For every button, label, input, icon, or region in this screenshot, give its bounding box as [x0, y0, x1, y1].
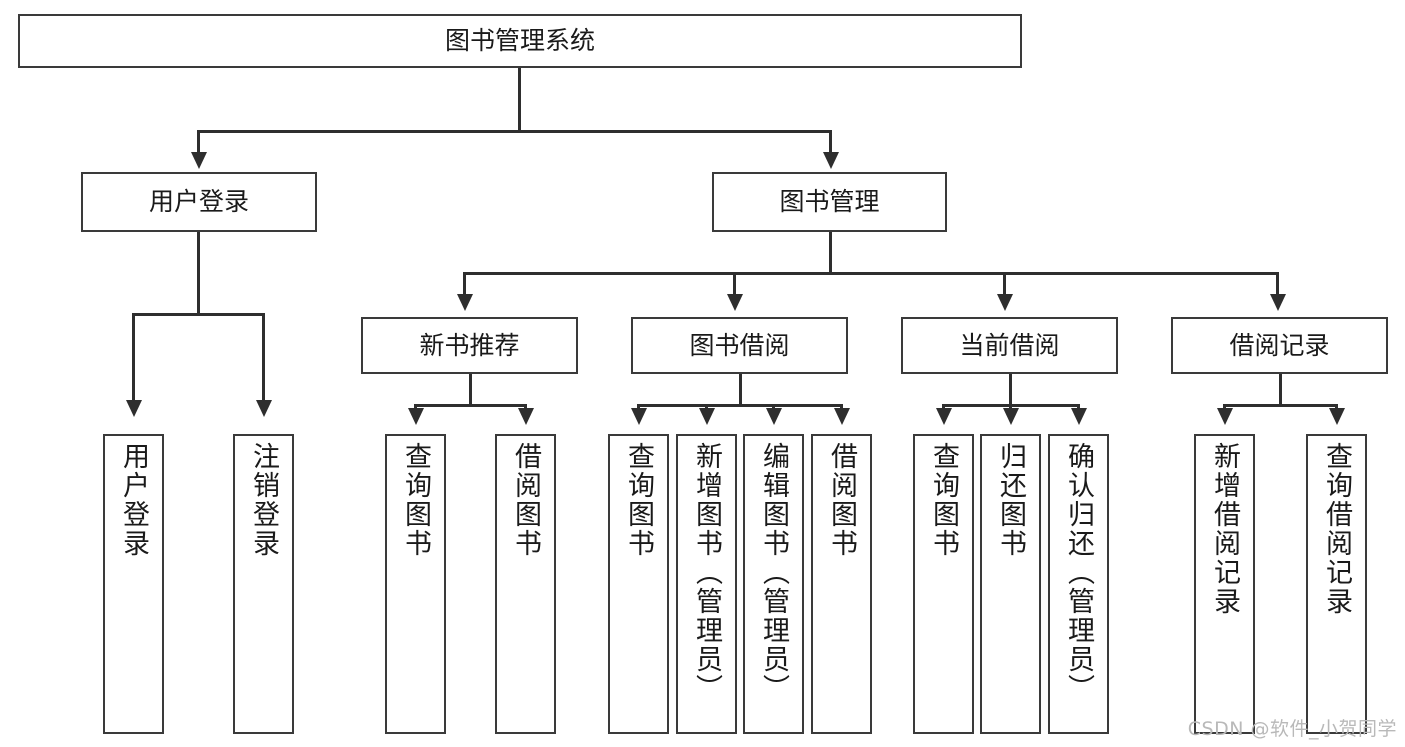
connector-new-book-bus: [414, 404, 526, 407]
leaf-borrow-record-2[interactable]: 查询借阅记录: [1306, 434, 1367, 734]
node-current-borrow[interactable]: 当前借阅: [901, 317, 1118, 374]
arrow-to-leaf-user-login-1: [126, 400, 142, 417]
connector-current-borrow-stem: [1009, 374, 1012, 405]
connector-user-login-drop-1: [132, 313, 135, 403]
node-label: 注销登录: [248, 442, 279, 558]
connector-book-manage-bus: [463, 272, 1278, 275]
connector-root-stem: [518, 68, 521, 131]
leaf-book-borrow-1[interactable]: 查询图书: [608, 434, 669, 734]
arrow-to-borrow-record: [1270, 294, 1286, 311]
arrow-to-user-login: [191, 152, 207, 169]
arrow-to-new-book: [457, 294, 473, 311]
node-user-login[interactable]: 用户登录: [81, 172, 317, 232]
arrow-to-leaf-new-book-1: [408, 408, 424, 425]
node-label: 查询图书: [623, 442, 654, 558]
connector-root-bus: [197, 130, 831, 133]
arrow-to-leaf-book-borrow-4: [834, 408, 850, 425]
node-root-system[interactable]: 图书管理系统: [18, 14, 1022, 68]
node-label: 查询图书: [928, 442, 959, 558]
leaf-current-borrow-1[interactable]: 查询图书: [913, 434, 974, 734]
node-label: 借阅记录: [1229, 330, 1330, 360]
node-label: 编辑图书（管理员）: [758, 442, 789, 703]
node-label: 新增图书（管理员）: [691, 442, 722, 703]
arrow-to-leaf-new-book-2: [518, 408, 534, 425]
arrow-to-leaf-borrow-record-1: [1217, 408, 1233, 425]
node-book-manage[interactable]: 图书管理: [712, 172, 947, 232]
node-label: 新增借阅记录: [1209, 442, 1240, 616]
arrow-to-book-manage: [823, 152, 839, 169]
arrow-to-leaf-current-borrow-2: [1003, 408, 1019, 425]
arrow-to-leaf-book-borrow-1: [631, 408, 647, 425]
arrow-to-current-borrow: [997, 294, 1013, 311]
leaf-new-book-2[interactable]: 借阅图书: [495, 434, 556, 734]
arrow-to-book-borrow: [727, 294, 743, 311]
leaf-book-borrow-4[interactable]: 借阅图书: [811, 434, 872, 734]
node-label: 图书管理: [779, 187, 880, 217]
arrow-to-leaf-user-login-2: [256, 400, 272, 417]
node-label: 新书推荐: [419, 330, 520, 360]
leaf-new-book-1[interactable]: 查询图书: [385, 434, 446, 734]
node-label: 归还图书: [995, 442, 1026, 558]
leaf-book-borrow-2[interactable]: 新增图书（管理员）: [676, 434, 737, 734]
connector-borrow-record-bus: [1223, 404, 1337, 407]
leaf-borrow-record-1[interactable]: 新增借阅记录: [1194, 434, 1255, 734]
connector-drop-user-login: [197, 130, 200, 154]
connector-book-manage-stem: [829, 232, 832, 273]
node-label: 图书管理系统: [444, 26, 595, 56]
connector-user-login-bus: [132, 313, 264, 316]
node-label: 借阅图书: [826, 442, 857, 558]
arrow-to-leaf-book-borrow-2: [699, 408, 715, 425]
arrow-to-leaf-current-borrow-1: [936, 408, 952, 425]
arrow-to-leaf-book-borrow-3: [766, 408, 782, 425]
node-label: 查询图书: [400, 442, 431, 558]
node-book-borrow[interactable]: 图书借阅: [631, 317, 848, 374]
connector-drop-book-borrow: [733, 272, 736, 296]
node-label: 图书借阅: [689, 330, 790, 360]
node-borrow-record[interactable]: 借阅记录: [1171, 317, 1388, 374]
leaf-user-login-2[interactable]: 注销登录: [233, 434, 294, 734]
leaf-current-borrow-2[interactable]: 归还图书: [980, 434, 1041, 734]
node-label: 查询借阅记录: [1321, 442, 1352, 616]
connector-drop-borrow-record: [1276, 272, 1279, 296]
node-label: 当前借阅: [959, 330, 1060, 360]
node-label: 用户登录: [148, 187, 249, 217]
arrow-to-leaf-borrow-record-2: [1329, 408, 1345, 425]
arrow-to-leaf-current-borrow-3: [1071, 408, 1087, 425]
leaf-user-login-1[interactable]: 用户登录: [103, 434, 164, 734]
connector-drop-book-manage: [829, 130, 832, 154]
connector-drop-current-borrow: [1003, 272, 1006, 296]
node-label: 借阅图书: [510, 442, 541, 558]
leaf-book-borrow-3[interactable]: 编辑图书（管理员）: [743, 434, 804, 734]
connector-drop-new-book: [463, 272, 466, 296]
connector-user-login-drop-2: [262, 313, 265, 403]
connector-book-borrow-bus: [637, 404, 842, 407]
connector-user-login-stem: [197, 232, 200, 314]
leaf-current-borrow-3[interactable]: 确认归还（管理员）: [1048, 434, 1109, 734]
node-label: 用户登录: [118, 442, 149, 558]
node-label: 确认归还（管理员）: [1063, 442, 1094, 703]
node-new-book-recommend[interactable]: 新书推荐: [361, 317, 578, 374]
connector-borrow-record-stem: [1279, 374, 1282, 405]
connector-book-borrow-stem: [739, 374, 742, 405]
connector-new-book-stem: [469, 374, 472, 405]
